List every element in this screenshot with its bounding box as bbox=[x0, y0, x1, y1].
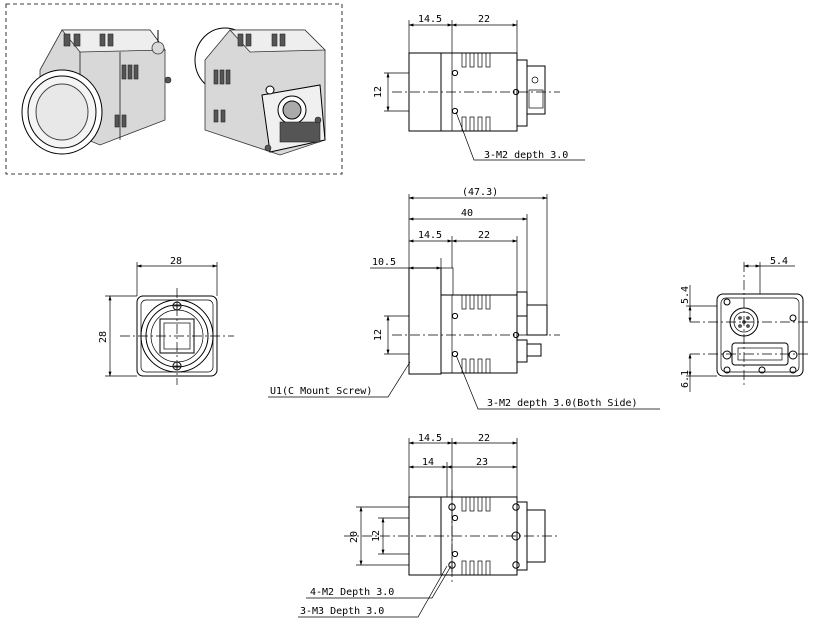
camera-perspective-front bbox=[21, 29, 172, 155]
bottom-dim-c: 14 bbox=[422, 457, 434, 468]
bottom-dim-b: 22 bbox=[478, 433, 490, 444]
side-holes-note: 3-M2 depth 3.0(Both Side) bbox=[487, 398, 638, 409]
camera-perspective-rear bbox=[194, 27, 326, 156]
bottom-dim-a: 14.5 bbox=[418, 433, 442, 444]
side-dim-body: 40 bbox=[461, 208, 473, 219]
side-dim-b: 22 bbox=[478, 230, 490, 241]
side-dim-overall: (47.3) bbox=[462, 187, 498, 198]
top-dim-b: 22 bbox=[478, 14, 490, 25]
side-dim-a: 14.5 bbox=[418, 230, 442, 241]
rear-dim-y2: 6.1 bbox=[680, 370, 691, 388]
bottom-dim-d: 23 bbox=[476, 457, 488, 468]
top-dim-a: 14.5 bbox=[418, 14, 442, 25]
perspective-panel bbox=[5, 3, 343, 175]
side-dim-c: 10.5 bbox=[372, 257, 396, 268]
top-holes-note: 3-M2 depth 3.0 bbox=[484, 150, 568, 161]
top-dim-height: 12 bbox=[373, 86, 384, 98]
side-view: (47.3) 40 14.5 22 10.5 12 U1(C Mount Scr… bbox=[268, 187, 660, 410]
rear-view: 5.4 5.4 6.1 bbox=[680, 256, 810, 392]
rear-dim-x: 5.4 bbox=[770, 256, 788, 267]
top-view: 14.5 22 12 3-M2 depth 3.0 bbox=[373, 14, 585, 161]
bottom-view: 14.5 22 14 23 20 12 4-M2 Depth 3.0 3-M3 … bbox=[298, 433, 560, 618]
bottom-dim-h2: 12 bbox=[371, 530, 382, 542]
fins-top bbox=[461, 52, 491, 132]
bottom-dim-h1: 20 bbox=[349, 531, 360, 543]
front-dim-height: 28 bbox=[98, 331, 109, 343]
side-dim-height: 12 bbox=[373, 329, 384, 341]
front-dim-width: 28 bbox=[170, 256, 182, 267]
front-view: 28 28 bbox=[98, 256, 234, 385]
bottom-m3-note: 3-M3 Depth 3.0 bbox=[300, 606, 384, 617]
fins-side bbox=[461, 294, 491, 374]
rear-dim-y1: 5.4 bbox=[680, 286, 691, 304]
side-mount-note: U1(C Mount Screw) bbox=[270, 386, 372, 397]
perspective-frame bbox=[5, 3, 343, 175]
bottom-m2-note: 4-M2 Depth 3.0 bbox=[310, 587, 394, 598]
fins-bottom bbox=[461, 496, 491, 576]
